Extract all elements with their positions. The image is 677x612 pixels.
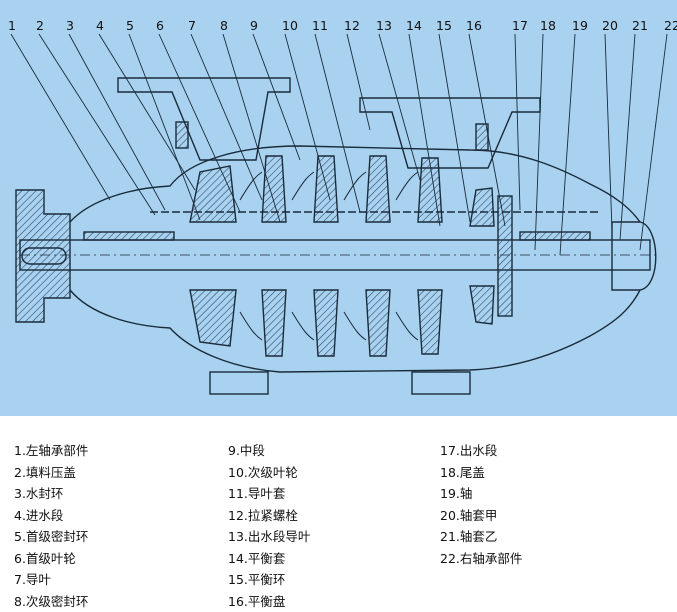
callout-leader-16 (468, 33, 506, 227)
callout-leader-7 (190, 33, 263, 201)
stage-sections-lower (189, 285, 495, 357)
legend-item: 19.轴 (440, 486, 473, 501)
callout-number-21: 21 (632, 18, 648, 33)
legend-item: 20.轴套甲 (440, 507, 498, 523)
legend-column-1: 1.左轴承部件 2.填料压盖 3.水封环 4.进水段 5.首级密封环 6.首级叶… (14, 440, 88, 612)
balance-disc (497, 195, 513, 317)
callout-leader-11 (314, 33, 361, 213)
legend-item: 3.水封环 (14, 486, 64, 501)
callout-number-4: 4 (96, 18, 104, 33)
callout-number-2: 2 (36, 18, 44, 33)
legend-item: 10.次级叶轮 (228, 464, 298, 480)
callout-leader-10 (284, 33, 331, 201)
legend-item: 1.左轴承部件 (14, 443, 89, 458)
pump-casing-lower (69, 289, 641, 373)
callout-leader-19 (559, 33, 576, 256)
legend-item: 14.平衡套 (228, 550, 286, 566)
legend-item: 16.平衡盘 (228, 593, 286, 609)
callout-number-3: 3 (66, 18, 74, 33)
callout-leader-9 (252, 33, 301, 161)
callout-leader-17 (514, 33, 521, 211)
callout-leader-21 (619, 33, 636, 241)
legend-item: 13.出水段导叶 (228, 529, 311, 544)
legend-item: 11.导叶套 (228, 486, 286, 501)
callout-leader-15 (438, 33, 471, 223)
callout-number-1: 1 (8, 18, 16, 33)
callout-number-20: 20 (602, 18, 618, 33)
legend-item: 8.次级密封环 (14, 593, 89, 609)
legend-item: 7.导叶 (14, 572, 51, 587)
legend-column-3: 17.出水段 18.尾盖 19.轴 20.轴套甲 21.轴套乙 22.右轴承部件 (440, 440, 522, 569)
support-foot-right (411, 371, 471, 395)
callout-number-9: 9 (250, 18, 258, 33)
left-bearing-housing (15, 189, 71, 323)
callout-number-13: 13 (376, 18, 392, 33)
callout-leader-18 (534, 33, 544, 251)
callout-number-8: 8 (220, 18, 228, 33)
legend-item: 5.首级密封环 (14, 529, 89, 544)
legend-column-2: 9.中段 10.次级叶轮 11.导叶套 12.拉紧螺栓 13.出水段导叶 14.… (228, 440, 310, 612)
callout-leader-8 (222, 33, 281, 223)
callout-number-17: 17 (512, 18, 528, 33)
callout-number-18: 18 (540, 18, 556, 33)
callout-number-12: 12 (344, 18, 360, 33)
support-foot-left (209, 371, 269, 395)
callout-leader-6 (158, 33, 241, 213)
shaft-key (21, 247, 67, 265)
inlet-nozzle (117, 77, 291, 161)
callout-leader-2 (38, 33, 156, 216)
shaft-sleeve-left (83, 231, 175, 241)
pump-casing-upper (69, 145, 641, 223)
legend-item: 2.填料压盖 (14, 464, 76, 480)
stage-sections-upper (189, 155, 495, 227)
legend-item: 21.轴套乙 (440, 529, 498, 544)
callout-leader-20 (604, 33, 613, 231)
callout-leader-14 (408, 33, 441, 227)
callout-number-7: 7 (188, 18, 196, 33)
callout-number-11: 11 (312, 18, 328, 33)
outlet-nozzle (359, 97, 541, 169)
legend-item: 12.拉紧螺栓 (228, 507, 298, 523)
callout-number-16: 16 (466, 18, 482, 33)
callout-number-10: 10 (282, 18, 298, 33)
legend-item: 15.平衡环 (228, 572, 286, 587)
callout-leader-22 (639, 33, 668, 251)
legend-item: 6.首级叶轮 (14, 550, 76, 566)
callout-leader-3 (68, 33, 166, 211)
callout-number-15: 15 (436, 18, 452, 33)
flange-bolt-left (175, 121, 189, 149)
callout-number-19: 19 (572, 18, 588, 33)
callout-leader-12 (346, 33, 371, 131)
callout-number-22: 22 (664, 18, 677, 33)
callout-number-5: 5 (126, 18, 134, 33)
legend-item: 18.尾盖 (440, 464, 485, 480)
callout-leader-1 (10, 33, 111, 201)
legend-item: 4.进水段 (14, 507, 64, 523)
callout-number-6: 6 (156, 18, 164, 33)
legend-item: 17.出水段 (440, 443, 498, 458)
callout-leader-5 (128, 33, 201, 221)
parts-legend: 1.左轴承部件 2.填料压盖 3.水封环 4.进水段 5.首级密封环 6.首级叶… (0, 416, 677, 612)
callout-number-14: 14 (406, 18, 422, 33)
legend-item: 9.中段 (228, 443, 265, 458)
drawing-background (0, 0, 677, 416)
legend-item: 22.右轴承部件 (440, 550, 523, 566)
shaft-sleeve-right (519, 231, 591, 241)
callout-leader-13 (378, 33, 421, 181)
